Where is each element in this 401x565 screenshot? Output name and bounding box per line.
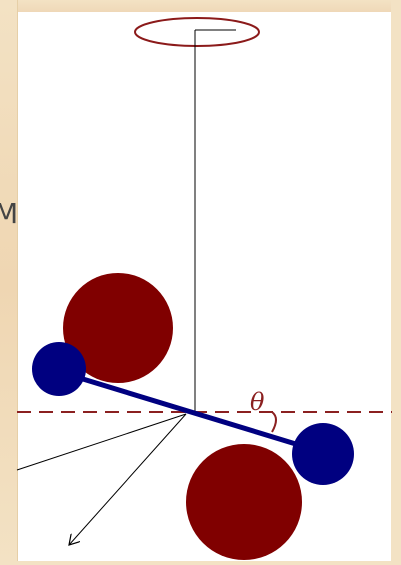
slide-frame-left	[0, 0, 18, 565]
arrow-axis	[69, 413, 187, 545]
slide-frame-right	[391, 0, 401, 565]
theta-label: θ	[250, 388, 265, 416]
rotation-ring	[134, 17, 260, 47]
molecular-bond	[57, 369, 325, 455]
small-atom-left	[32, 342, 86, 396]
clipped-slide-text: M	[0, 197, 16, 230]
diagonal-axis-left	[16, 413, 187, 471]
slide-frame-bottom	[0, 561, 401, 565]
large-atom-front	[186, 444, 302, 560]
angle-arc	[271, 411, 277, 433]
slide-frame-top	[0, 0, 401, 12]
large-atom-back	[63, 273, 173, 383]
small-atom-right	[292, 423, 354, 485]
